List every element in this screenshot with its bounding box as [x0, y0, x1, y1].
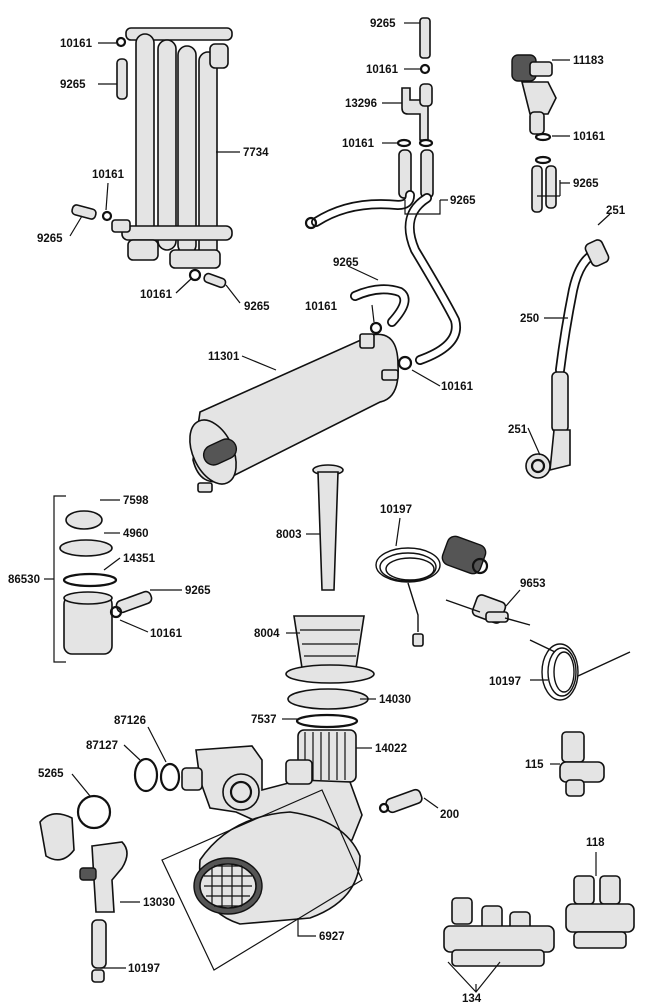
- label-118: 118: [586, 837, 605, 849]
- valve-118: [565, 875, 635, 949]
- hose-250: [525, 239, 610, 479]
- label-10161: 10161: [441, 381, 474, 393]
- gasket-14030: [287, 688, 369, 710]
- solenoid-valve-9653: [441, 535, 531, 626]
- label-200: 200: [440, 809, 459, 821]
- leader-lines: [44, 22, 611, 993]
- filter-basket-8004: [285, 615, 375, 684]
- label-87127: 87127: [86, 740, 118, 752]
- elbow-13030: [79, 841, 128, 983]
- label-7537: 7537: [251, 714, 277, 726]
- top-fittings-assembly: [396, 17, 434, 199]
- label-11183: 11183: [573, 55, 604, 67]
- label-115: 115: [525, 759, 544, 771]
- label-9265: 9265: [333, 257, 359, 269]
- label-87126: 87126: [114, 715, 146, 727]
- label-13030: 13030: [143, 897, 175, 909]
- seal-rings-87126-87127: [133, 757, 181, 793]
- label-13296: 13296: [345, 98, 377, 110]
- valve-11183: [511, 54, 557, 213]
- label-14030: 14030: [379, 694, 411, 706]
- label-14351: 14351: [123, 553, 156, 565]
- gasket-5265: [39, 794, 112, 861]
- label-10161: 10161: [305, 301, 338, 313]
- label-6927: 6927: [319, 931, 345, 943]
- label-9265: 9265: [60, 79, 86, 91]
- label-9265: 9265: [185, 585, 211, 597]
- hose-9265-loop: [350, 284, 413, 371]
- label-10161: 10161: [92, 169, 125, 181]
- heat-exchanger-7734: [71, 27, 233, 289]
- label-10161: 10161: [573, 131, 606, 143]
- label-9265: 9265: [573, 178, 599, 190]
- label-9265: 9265: [37, 233, 63, 245]
- label-10197: 10197: [489, 676, 521, 688]
- label-5265: 5265: [38, 768, 64, 780]
- label-10161: 10161: [366, 64, 399, 76]
- label-14022: 14022: [375, 743, 407, 755]
- label-251: 251: [606, 205, 626, 217]
- part-labels: 10161 9265 7734 10161 9265 10161 9265 92…: [8, 18, 626, 1005]
- label-7598: 7598: [123, 495, 149, 507]
- boiler-tank-11301: [189, 333, 399, 493]
- label-9653: 9653: [520, 578, 546, 590]
- label-10197: 10197: [128, 963, 160, 975]
- pump-motor-6927: [161, 789, 363, 971]
- label-10161: 10161: [342, 138, 375, 150]
- label-250: 250: [520, 313, 539, 325]
- hose-9265-upper: [304, 190, 461, 365]
- label-10161: 10161: [150, 628, 183, 640]
- valve-115: [559, 731, 605, 797]
- label-10197: 10197: [380, 504, 412, 516]
- label-9265: 9265: [370, 18, 396, 30]
- label-9265: 9265: [244, 301, 270, 313]
- label-10161: 10161: [140, 289, 173, 301]
- coil-tube-10197-top: [375, 547, 441, 647]
- probe-8003: [312, 464, 344, 591]
- label-7734: 7734: [243, 147, 269, 159]
- label-9265: 9265: [450, 195, 476, 207]
- label-8004: 8004: [254, 628, 280, 640]
- label-10161: 10161: [60, 38, 93, 50]
- valve-134: [443, 897, 555, 967]
- label-134: 134: [462, 993, 482, 1005]
- fitting-200: [378, 788, 423, 814]
- cup-assembly-86530: [53, 495, 153, 663]
- label-4960: 4960: [123, 528, 149, 540]
- label-11301: 11301: [208, 351, 240, 363]
- coil-tube-10197-right: [529, 639, 631, 701]
- label-251: 251: [508, 424, 528, 436]
- label-86530: 86530: [8, 574, 40, 586]
- label-8003: 8003: [276, 529, 302, 541]
